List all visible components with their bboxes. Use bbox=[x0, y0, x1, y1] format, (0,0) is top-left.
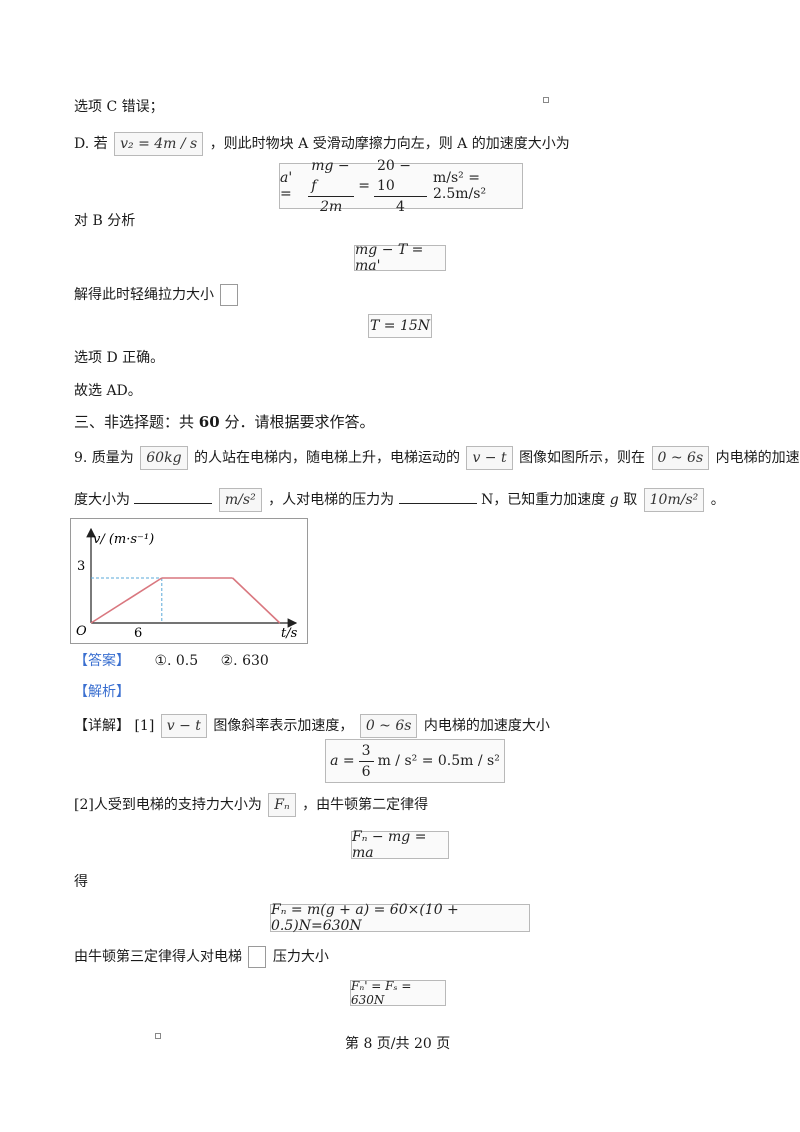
velocity-segment bbox=[90, 577, 163, 624]
formula-inline-v2: v₂ = 4m / s bbox=[114, 132, 204, 156]
formula-fn-third: Fₙ' = Fₛ = 630N bbox=[350, 979, 446, 1007]
option-c-line: 选项 C 错误； bbox=[74, 99, 164, 115]
analyze-b-line: 对 B 分析 bbox=[74, 213, 136, 229]
question9-line2: 度大小为 m/s² ，人对电梯的压力为 N，已知重力加速度 g 取 10m/s²… bbox=[74, 488, 725, 512]
option-d-correct-line: 选项 D 正确。 bbox=[74, 350, 165, 366]
chart-layer bbox=[90, 577, 281, 624]
formula-inline-unit: m/s² bbox=[218, 488, 262, 512]
choose-line: 故选 AD。 bbox=[74, 383, 142, 399]
answer-blank bbox=[398, 489, 477, 504]
fraction: 3 6 bbox=[358, 741, 374, 782]
y-axis-label: v/ (m·s⁻¹) bbox=[93, 532, 154, 547]
detail-line-3: 由牛顿第三定律得人对电梯 压力大小 bbox=[74, 946, 329, 968]
formula-inline-g: 10m/s² bbox=[643, 488, 705, 512]
vt-graph: v/ (m·s⁻¹) t/s O 3 6 bbox=[70, 518, 308, 644]
x-axis-label: t/s bbox=[281, 626, 298, 641]
page-footer: 第 8 页/共 20 页 bbox=[345, 1036, 451, 1052]
missing-formula-box bbox=[248, 946, 267, 968]
corner-marker bbox=[155, 1033, 161, 1039]
corner-marker bbox=[543, 97, 549, 103]
tension-line: 解得此时轻绳拉力大小 bbox=[74, 284, 240, 306]
formula-inline-vt: v − t bbox=[466, 446, 513, 470]
analysis-label-line: 【解析】 bbox=[74, 682, 130, 702]
formula-a-value: a = 3 6 m / s² = 0.5m / s² bbox=[325, 739, 505, 783]
formula-inline-vt: v − t bbox=[160, 714, 207, 738]
formula-inline-interval: 0 ~ 6s bbox=[651, 446, 710, 470]
section-heading: 三、非选择题：共 60 分．请根据要求作答。 bbox=[74, 413, 375, 431]
velocity-segment bbox=[232, 577, 281, 624]
formula-newton2: Fₙ − mg = ma bbox=[351, 829, 449, 861]
de-line: 得 bbox=[74, 874, 88, 890]
formula-tension: T = 15N bbox=[368, 314, 432, 338]
answer-line: 【答案】 ①. 0.5 ②. 630 bbox=[74, 653, 269, 669]
formula-fn-value: Fₙ = m(g + a) = 60×(10 + 0.5)N=630N bbox=[270, 902, 530, 934]
formula-acceleration: a' = mg − f 2m = 20 − 10 4 m/s² = 2.5m/s… bbox=[279, 158, 523, 215]
option-d-line: D. 若 v₂ = 4m / s ，则此时物块 A 受滑动摩擦力向左，则 A 的… bbox=[74, 132, 570, 156]
formula-inline-fn: Fₙ bbox=[268, 793, 296, 817]
missing-formula-box bbox=[220, 284, 239, 306]
detail-line-2: [2]人受到电梯的支持力大小为 Fₙ ，由牛顿第二定律得 bbox=[74, 793, 428, 817]
origin-label: O bbox=[76, 624, 87, 639]
x-tick-label: 6 bbox=[134, 626, 142, 641]
formula-inline-interval: 0 ~ 6s bbox=[359, 714, 418, 738]
answer-blank bbox=[134, 489, 213, 504]
fraction: 20 − 10 4 bbox=[373, 156, 427, 217]
vt-graph-svg: v/ (m·s⁻¹) t/s O 3 6 bbox=[76, 527, 298, 641]
y-tick-label: 3 bbox=[77, 559, 85, 574]
analysis-label: 【解析】 bbox=[74, 684, 130, 700]
answer-label: 【答案】 bbox=[74, 653, 130, 669]
formula-b-equation: mg − T = ma' bbox=[354, 242, 446, 274]
question9-line1: 9. 质量为 60kg 的人站在电梯内，随电梯上升，电梯运动的 v − t 图像… bbox=[74, 446, 800, 470]
detail-line-1: 【详解】 [1] v − t 图像斜率表示加速度， 0 ~ 6s 内电梯的加速度… bbox=[74, 714, 550, 738]
formula-inline-mass: 60kg bbox=[140, 446, 188, 470]
fraction: mg − f 2m bbox=[308, 156, 355, 217]
